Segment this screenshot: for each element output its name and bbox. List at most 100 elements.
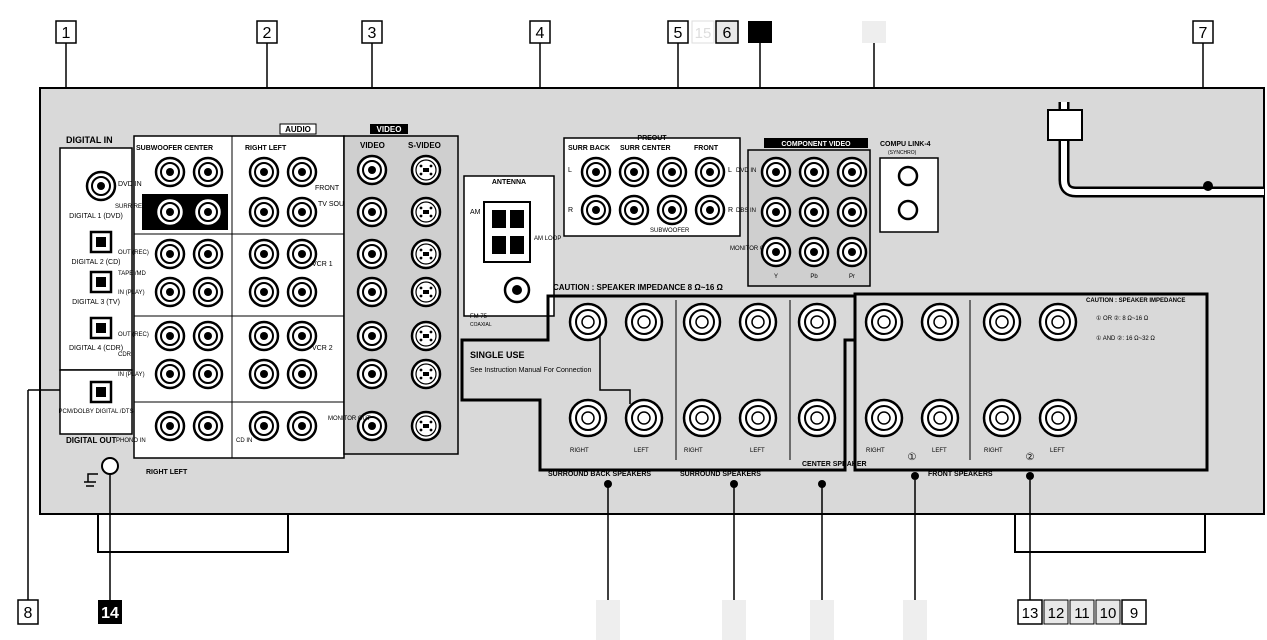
callout-14: 14	[98, 600, 122, 624]
svg-text:11: 11	[1074, 605, 1090, 622]
svg-text:SURR BACK: SURR BACK	[568, 145, 610, 152]
callout-blank-4	[903, 600, 927, 640]
svg-text:IN (PLAY): IN (PLAY)	[118, 290, 145, 296]
svg-text:10: 10	[1100, 605, 1117, 622]
svg-text:FRONT: FRONT	[694, 145, 719, 152]
svg-text:13: 13	[1022, 605, 1039, 622]
svg-text:CAUTION : SPEAKER IMPEDANCE 8: CAUTION : SPEAKER IMPEDANCE 8 Ω~16 Ω	[553, 283, 724, 292]
svg-text:COMPU LINK-4: COMPU LINK-4	[880, 141, 931, 148]
svg-text:MONITOR OUT: MONITOR OUT	[328, 416, 371, 422]
svg-text:3: 3	[368, 25, 377, 42]
digital-out-optical-jack[interactable]	[89, 380, 113, 404]
svg-text:2: 2	[263, 25, 272, 42]
component-video-section: COMPONENT VIDEO DVD IN DBS IN MONITOR OU…	[730, 138, 871, 287]
svg-text:CAUTION : SPEAKER IMPEDANCE: CAUTION : SPEAKER IMPEDANCE	[1086, 298, 1185, 304]
svg-text:S-VIDEO: S-VIDEO	[408, 141, 441, 150]
svg-text:RIGHT: RIGHT	[570, 448, 589, 454]
svg-text:9: 9	[1130, 605, 1138, 622]
callout-15: 15	[691, 20, 715, 44]
svg-text:RIGHT: RIGHT	[866, 448, 885, 454]
foot-right	[1014, 513, 1206, 553]
svg-text:RIGHT: RIGHT	[684, 448, 703, 454]
ground-terminal	[84, 457, 119, 600]
svg-text:DIGITAL 4 (CDR): DIGITAL 4 (CDR)	[69, 345, 123, 352]
callout-13-to-9: 13 12 11 10 9	[1017, 599, 1147, 625]
svg-text:SUBWOOFER CENTER: SUBWOOFER CENTER	[136, 145, 213, 152]
svg-text:DVD IN: DVD IN	[736, 168, 756, 174]
svg-text:COMPONENT VIDEO: COMPONENT VIDEO	[781, 141, 851, 148]
svg-text:CD IN: CD IN	[236, 438, 252, 444]
svg-text:FRONT: FRONT	[315, 185, 340, 192]
svg-text:IN (PLAY): IN (PLAY)	[118, 372, 145, 378]
svg-text:COAXIAL: COAXIAL	[470, 322, 492, 328]
svg-text:R: R	[728, 207, 733, 214]
svg-text:Y: Y	[774, 274, 778, 280]
digital-2-optical-jack[interactable]	[89, 230, 113, 254]
antenna-section: ANTENNA AM EXT AM LOOP FM 75 COAXIAL	[463, 175, 561, 328]
svg-text:14: 14	[101, 605, 119, 622]
foot-left	[97, 513, 289, 553]
svg-text:PREOUT: PREOUT	[637, 135, 667, 142]
svg-text:VIDEO: VIDEO	[360, 141, 385, 150]
svg-text:VIDEO: VIDEO	[377, 125, 402, 134]
callout-6: 6	[715, 20, 739, 44]
digital-3-optical-jack[interactable]	[89, 270, 113, 294]
svg-text:LEFT: LEFT	[750, 448, 765, 454]
svg-text:PHONO IN: PHONO IN	[116, 438, 146, 444]
compulink-section: COMPU LINK-4 (SYNCHRO)	[879, 141, 939, 233]
svg-text:R: R	[568, 207, 573, 214]
svg-text:SUBWOOFER: SUBWOOFER	[650, 228, 690, 234]
svg-text:DIGITAL 1 (DVD): DIGITAL 1 (DVD)	[69, 213, 123, 220]
svg-text:DIGITAL OUT: DIGITAL OUT	[66, 436, 116, 445]
svg-text:VCR 2: VCR 2	[312, 345, 333, 352]
svg-text:7: 7	[1199, 25, 1208, 42]
callout-blank-2	[722, 600, 746, 640]
preout-section: PREOUT SURR BACK SURR CENTER FRONT L R L…	[563, 135, 741, 237]
svg-text:DIGITAL IN: DIGITAL IN	[66, 135, 113, 145]
svg-text:CENTER SPEAKER: CENTER SPEAKER	[802, 461, 867, 468]
svg-text:① OR ②: 8 Ω~16 Ω: ① OR ②: 8 Ω~16 Ω	[1096, 315, 1149, 322]
audio-section: AUDIO SUBWOOFER CENTER RIGHT LEFT DVD IN…	[115, 123, 381, 476]
svg-text:AUDIO: AUDIO	[285, 125, 311, 134]
svg-text:SINGLE USE: SINGLE USE	[470, 350, 525, 360]
svg-text:DBS IN: DBS IN	[736, 208, 756, 214]
speaker-terminals: CAUTION : SPEAKER IMPEDANCE 8 Ω~16 Ω SIN…	[460, 283, 1209, 478]
digital-section: DIGITAL IN DIGITAL 1 (DVD) DIGITAL 2 (CD…	[27, 135, 133, 600]
svg-text:SURROUND SPEAKERS: SURROUND SPEAKERS	[680, 471, 761, 478]
svg-text:(SYNCHRO): (SYNCHRO)	[888, 150, 917, 156]
svg-text:AM LOOP: AM LOOP	[534, 236, 561, 242]
callout-4: 4	[529, 20, 551, 44]
video-section: VIDEO VIDEO S-VIDEO MONITOR OUT	[328, 124, 459, 455]
svg-text:LEFT: LEFT	[932, 448, 947, 454]
svg-text:Pb: Pb	[810, 274, 818, 280]
svg-text:OUT (REC): OUT (REC)	[118, 250, 149, 256]
svg-text:DVD IN: DVD IN	[118, 181, 142, 188]
svg-text:SURR CENTER: SURR CENTER	[620, 145, 671, 152]
svg-text:ANTENNA: ANTENNA	[492, 179, 526, 186]
svg-text:L: L	[728, 167, 732, 174]
svg-text:DIGITAL 2 (CD): DIGITAL 2 (CD)	[71, 259, 120, 266]
callout-black	[748, 21, 772, 43]
svg-text:1: 1	[62, 25, 71, 42]
callout-2: 2	[256, 20, 278, 44]
svg-text:15: 15	[695, 25, 712, 42]
svg-text:CDR: CDR	[118, 352, 132, 358]
callout-3: 3	[361, 20, 383, 44]
svg-text:5: 5	[674, 25, 683, 42]
svg-text:4: 4	[536, 25, 545, 42]
leader-lines-bottom	[607, 480, 1031, 600]
svg-text:MONITOR OUT: MONITOR OUT	[730, 246, 773, 252]
callout-blank-1	[596, 600, 620, 640]
svg-text:RIGHT LEFT: RIGHT LEFT	[245, 145, 287, 152]
svg-text:LEFT: LEFT	[1050, 448, 1065, 454]
svg-text:RIGHT: RIGHT	[984, 448, 1003, 454]
svg-text:Pr: Pr	[849, 274, 855, 280]
svg-text:DIGITAL 3 (TV): DIGITAL 3 (TV)	[72, 299, 120, 306]
svg-text:②: ②	[1026, 452, 1035, 463]
svg-text:12: 12	[1048, 605, 1065, 622]
digital-4-optical-jack[interactable]	[89, 316, 113, 340]
svg-text:SURR REAR: SURR REAR	[115, 204, 151, 210]
ac-power-cord	[1047, 102, 1264, 198]
digital-1-coaxial-jack[interactable]	[85, 170, 117, 202]
